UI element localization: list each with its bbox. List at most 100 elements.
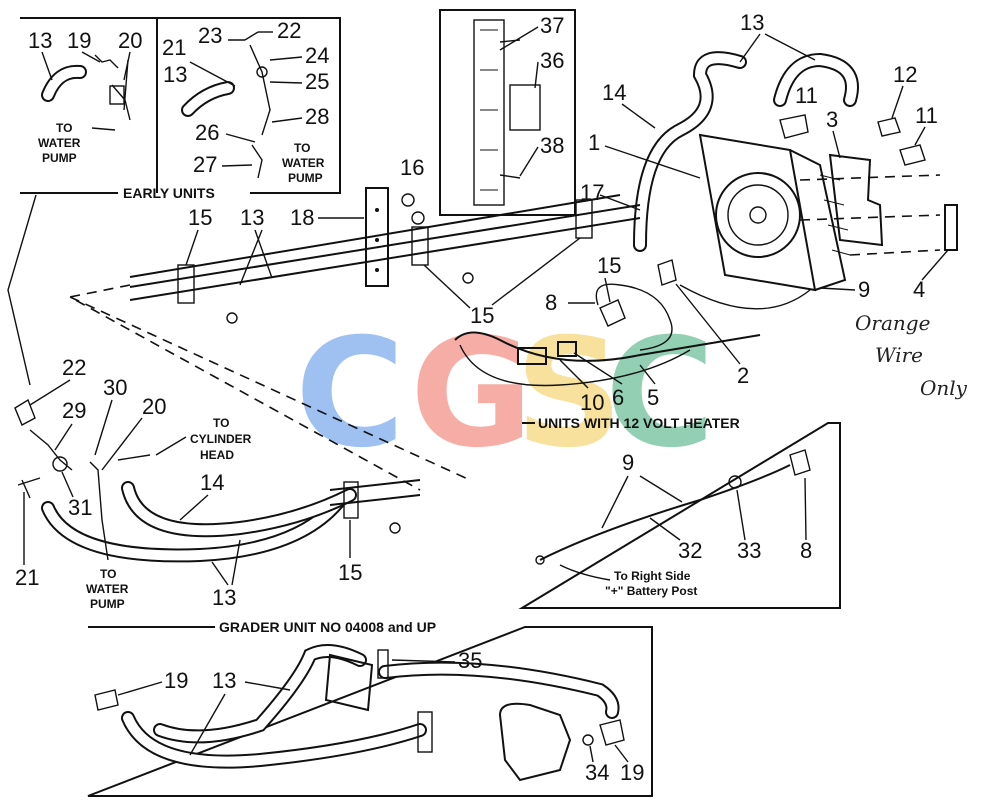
callout-19: 19 <box>67 28 91 53</box>
callout-10: 2 <box>737 363 749 388</box>
valve-assembly-early <box>244 31 271 136</box>
valve-19-grader-a <box>94 689 119 711</box>
tee-31 <box>52 456 68 472</box>
connector-5 <box>557 341 577 357</box>
callout-31: 31 <box>68 495 92 520</box>
fan-blade-edge <box>473 19 505 206</box>
callout-26: 26 <box>195 120 219 145</box>
callout-35: 35 <box>458 648 482 673</box>
fitting-10 <box>657 259 677 286</box>
callout-25: 25 <box>305 69 329 94</box>
to-water-pump-label-c3: PUMP <box>90 597 125 611</box>
to-water-pump-label-a1: TO <box>56 121 72 135</box>
fitting-12 <box>877 117 901 137</box>
watermark-letter-c2: C <box>605 307 715 481</box>
callout-20: 20 <box>118 28 142 53</box>
heater-12v-panel: UNITS WITH 12 VOLT HEATER 9 32 33 8 To R… <box>518 415 841 609</box>
valve-19-grader-b <box>599 719 625 746</box>
callout-37: 37 <box>540 13 564 38</box>
callout-22: 22 <box>277 18 301 43</box>
to-right-side-label: To Right Side <box>614 569 691 583</box>
callout-7: 5 <box>647 385 659 410</box>
fuse-33 <box>728 475 742 489</box>
to-water-pump-label-b3: PUMP <box>288 171 323 185</box>
watermark: C G S C <box>295 307 715 481</box>
callout-18: 18 <box>290 205 314 230</box>
callout-3: 3 <box>826 107 838 132</box>
to-water-pump-label-a2: WATER <box>38 136 81 150</box>
handwritten-note-1: Orange <box>855 311 930 335</box>
callout-17: 17 <box>580 180 604 205</box>
fan-detail-panel: 37 36 38 <box>439 9 576 216</box>
callout-1: 1 <box>588 130 600 155</box>
to-cylinder-head-label-2: CYLINDER <box>190 432 252 446</box>
callout-30: 30 <box>103 375 127 400</box>
grader-border <box>87 626 653 797</box>
to-cylinder-head-label-1: TO <box>213 416 229 430</box>
callout-21-left: 21 <box>15 565 39 590</box>
callout-23: 23 <box>198 23 222 48</box>
watermark-letter-c1: C <box>295 307 405 481</box>
clamp-15-a <box>177 264 195 304</box>
valve-11-b <box>899 144 926 166</box>
callout-16: 16 <box>400 155 424 180</box>
callout-33: 33 <box>737 538 761 563</box>
bracket-3 <box>828 153 884 247</box>
to-cylinder-head-label-3: HEAD <box>200 448 234 462</box>
callout-13-grader: 13 <box>212 668 236 693</box>
heater-fan <box>715 172 801 258</box>
callout-13-main: 13 <box>740 10 764 35</box>
callout-8: 15 <box>597 253 621 278</box>
callout-15-b: 15 <box>470 303 494 328</box>
callout-11-b: 11 <box>915 103 938 128</box>
washer-16-a <box>401 193 415 207</box>
fitting-34 <box>582 734 594 746</box>
callout-21: 21 <box>162 35 186 60</box>
callout-6: 10 <box>580 390 604 415</box>
callout-19-grader: 19 <box>164 668 188 693</box>
heater-core <box>698 133 817 292</box>
fan-detail-border <box>439 9 576 216</box>
clamp-35 <box>377 649 389 679</box>
callout-9-12v: 9 <box>622 450 634 475</box>
callout-36: 36 <box>540 48 564 73</box>
valve-19-early <box>94 54 131 121</box>
tube-13-upper <box>129 204 641 301</box>
fitting-21-left <box>17 477 41 499</box>
connector-6 <box>517 347 547 365</box>
to-water-pump-label-b2: WATER <box>282 156 325 170</box>
handwritten-note-3: Only <box>920 376 968 400</box>
callout-20-left: 20 <box>142 394 166 419</box>
left-assembly: 22 29 30 20 31 21 14 13 15 TO CYLINDER H… <box>14 355 421 611</box>
early-units-leader <box>7 194 37 386</box>
heater-box-grader <box>324 653 374 712</box>
to-water-pump-label-b1: TO <box>294 141 310 155</box>
watermark-letter-s: S <box>515 307 623 481</box>
callout-14-left: 14 <box>200 470 224 495</box>
battery-wire-9 <box>539 464 791 561</box>
switch-8-12v <box>789 449 811 476</box>
early-units-panel: EARLY UNITS 13 19 20 TO WATER PUMP 22 21… <box>7 17 341 386</box>
callout-38: 38 <box>540 133 564 158</box>
callout-13-left: 13 <box>212 585 236 610</box>
callout-11-a: 11 <box>795 83 818 108</box>
handwritten-note-2: Wire <box>875 343 923 367</box>
callout-8-12v: 8 <box>800 538 812 563</box>
tube-left <box>329 479 421 506</box>
heater-12v-title: UNITS WITH 12 VOLT HEATER <box>538 415 740 431</box>
callout-12: 12 <box>893 62 917 87</box>
line-20-left <box>89 461 109 561</box>
clamp-15-b <box>411 226 429 266</box>
callout-29: 29 <box>62 398 86 423</box>
callout-19-grader-b: 19 <box>620 760 644 785</box>
dashed-guide <box>67 284 471 491</box>
clamp-grader <box>417 711 433 753</box>
grader-panel: GRADER UNIT NO 04008 and UP 19 13 35 34 … <box>87 619 653 797</box>
callout-4: 9 <box>858 277 870 302</box>
valve-22-left <box>14 398 36 426</box>
washer-16-b <box>411 211 425 225</box>
to-water-pump-label-c2: WATER <box>86 582 129 596</box>
callout-22-left: 22 <box>62 355 86 380</box>
